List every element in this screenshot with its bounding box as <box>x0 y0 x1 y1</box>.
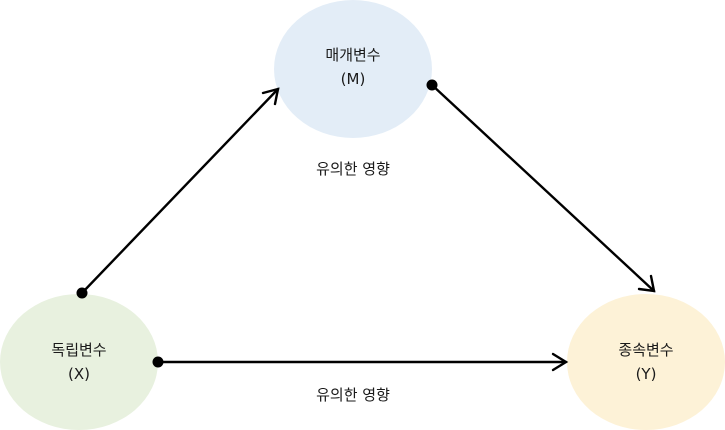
arrow-x-to-m-start-dot <box>76 287 88 299</box>
arrow-m-to-y-start-dot <box>426 79 438 91</box>
independent-node: 독립변수 (X) <box>0 294 158 430</box>
independent-symbol: (X) <box>68 365 90 383</box>
independent-ellipse <box>0 294 158 430</box>
mediator-ellipse <box>274 0 432 138</box>
upper-path-label: 유의한 영향 <box>316 160 390 178</box>
dependent-name: 종속변수 <box>618 341 673 359</box>
arrow-m-to-y <box>426 79 656 293</box>
direct-path-label: 유의한 영향 <box>316 386 390 404</box>
dependent-symbol: (Y) <box>636 365 657 383</box>
arrow-x-to-y <box>152 352 569 372</box>
mediator-symbol: (M) <box>341 70 366 88</box>
mediator-node: 매개변수 (M) <box>274 0 432 138</box>
mediator-name: 매개변수 <box>325 46 380 64</box>
arrow-x-to-m <box>76 87 280 299</box>
dependent-ellipse <box>567 294 725 430</box>
arrow-x-to-y-start-dot <box>152 356 164 368</box>
dependent-node: 종속변수 (Y) <box>567 294 725 430</box>
independent-name: 독립변수 <box>51 341 106 359</box>
